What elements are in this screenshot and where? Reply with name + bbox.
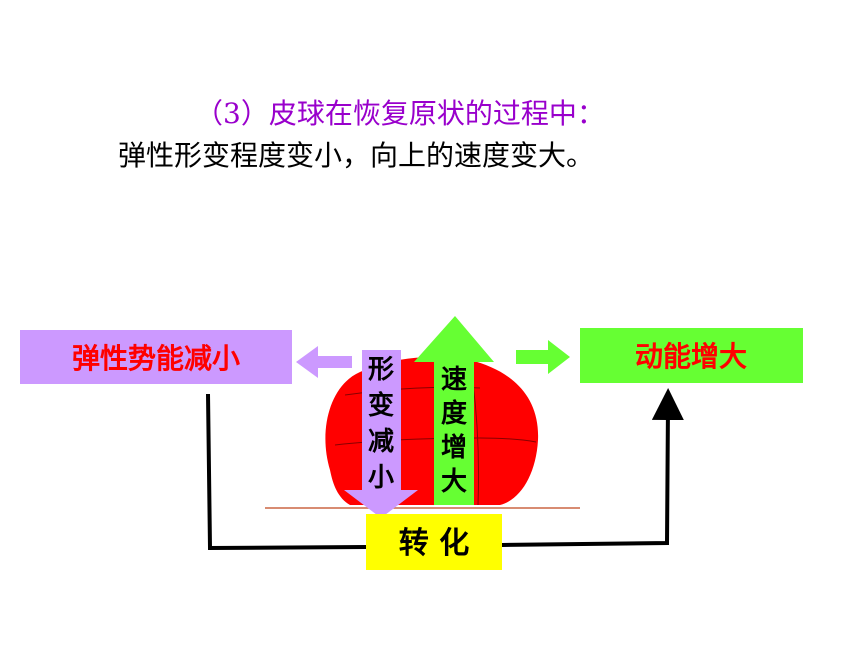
up-arrow-char: 增 <box>441 432 467 463</box>
down-arrow-char: 形 <box>368 355 394 385</box>
elastic-energy-label: 弹性势能减小 <box>72 342 240 375</box>
right-arrow-icon <box>516 340 570 374</box>
left-arrow-icon <box>296 346 352 378</box>
conversion-box <box>366 514 502 570</box>
down-arrow-char: 变 <box>368 390 394 421</box>
conversion-connector <box>206 393 367 551</box>
kinetic-energy-box <box>580 328 803 383</box>
conversion-connector <box>501 388 684 547</box>
up-arrow-char: 速 <box>441 365 467 395</box>
down-arrow-icon <box>344 350 418 518</box>
up-arrow-char: 大 <box>441 467 467 497</box>
down-arrow-char: 小 <box>368 463 394 493</box>
subheading: 弹性形变程度变小，向上的速度变大。 <box>118 139 595 172</box>
heading: （3）皮球在恢复原状的过程中： <box>195 97 605 130</box>
kinetic-energy-label: 动能增大 <box>635 340 747 373</box>
elastic-energy-box <box>20 330 292 384</box>
up-arrow-icon <box>414 316 494 505</box>
conversion-label: 转 化 <box>399 526 469 561</box>
down-arrow-char: 减 <box>368 427 394 457</box>
ball-shape <box>325 356 539 505</box>
up-arrow-char: 度 <box>441 398 467 429</box>
